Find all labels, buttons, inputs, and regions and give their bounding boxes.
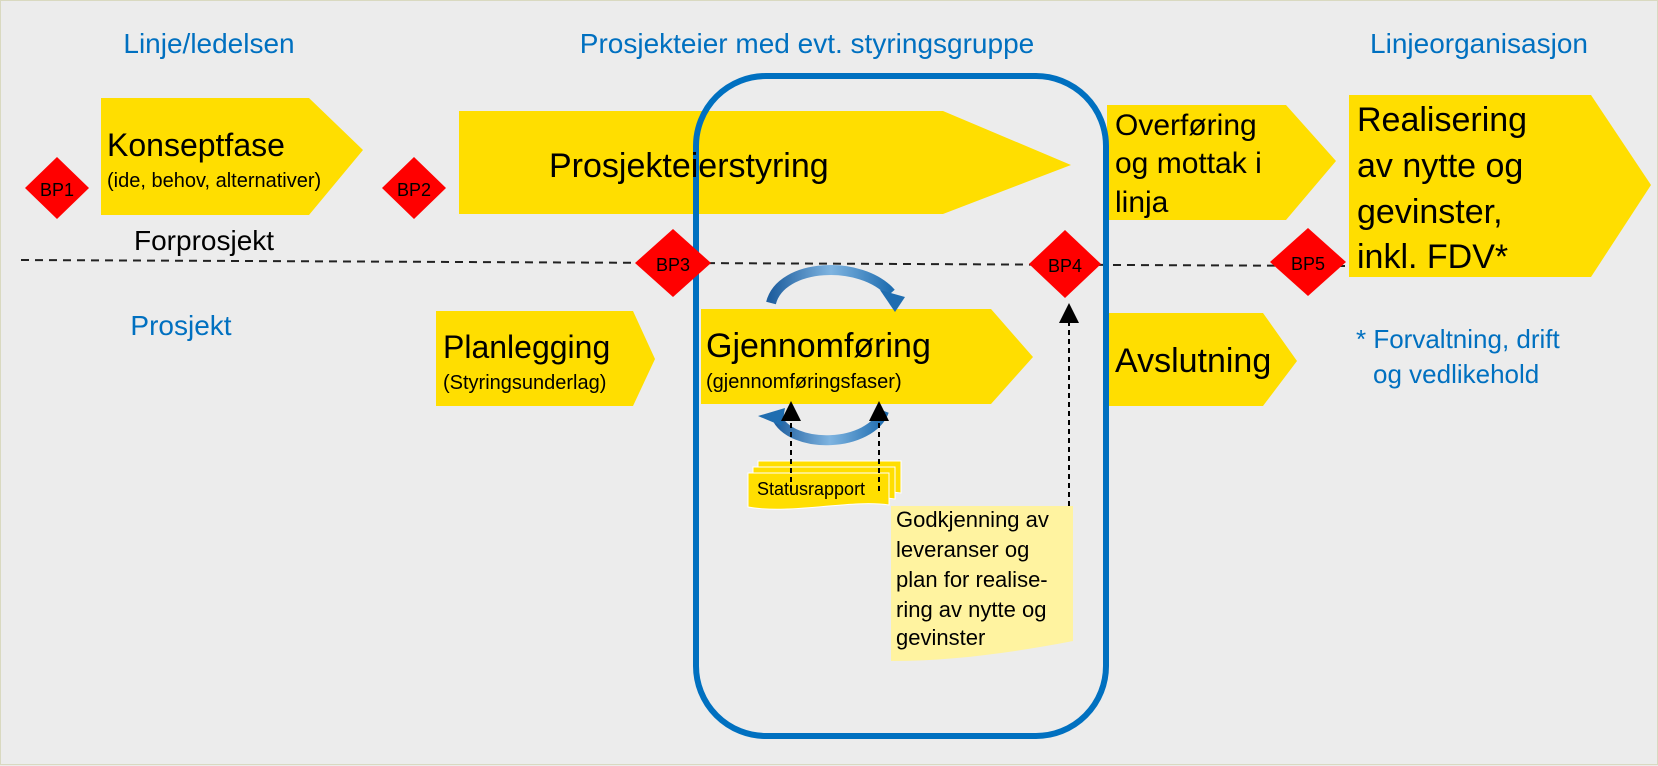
cycle-arrowhead-top	[880, 290, 905, 312]
decision-point-bp2-label: BP2	[397, 180, 431, 200]
decision-point-bp3	[635, 229, 711, 297]
phase-owner-governance-title: Prosjekteierstyring	[549, 147, 829, 185]
phase-transfer-line2: og mottak i	[1115, 147, 1262, 180]
phase-execution-title: Gjennomføring	[706, 327, 931, 365]
phase-execution-arrow	[701, 309, 1033, 404]
approval-line5: gevinster	[896, 625, 985, 650]
approval-document	[891, 506, 1073, 661]
status-report-label: Statusrapport	[757, 479, 865, 499]
phase-realisation-line3: gevinster,	[1357, 193, 1503, 231]
phase-planning-title: Planlegging	[443, 329, 610, 365]
phase-concept-subtitle: (ide, behov, alternativer)	[107, 170, 321, 192]
approval-line1: Godkjenning av	[896, 507, 1049, 532]
phase-transfer-line1: Overføring	[1115, 109, 1257, 142]
phase-concept-title: Konseptfase	[107, 127, 285, 163]
footnote-line2: og vedlikehold	[1373, 359, 1539, 389]
approval-line2: leveranser og	[896, 537, 1029, 562]
phase-realisation-line4: inkl. FDV*	[1357, 238, 1508, 276]
phase-concept-arrow	[101, 98, 363, 215]
status-report-document	[747, 472, 890, 510]
cycle-arrow-bottom	[771, 408, 889, 446]
decision-point-bp5	[1270, 228, 1346, 296]
project-owner-frame	[693, 73, 1109, 739]
approval-line4: ring av nytte og	[896, 597, 1046, 622]
decision-point-bp1	[25, 157, 89, 219]
cycle-arrowhead-bottom	[758, 408, 785, 426]
phase-execution-subtitle: (gjennomføringsfaser)	[706, 371, 902, 393]
cycle-arrow-top	[766, 265, 895, 305]
header-project-owner: Prosjekteier med evt. styringsgruppe	[580, 28, 1034, 59]
phase-planning-arrow	[436, 311, 655, 406]
header-line-management: Linje/ledelsen	[123, 28, 294, 59]
phase-planning-subtitle: (Styringsunderlag)	[443, 372, 606, 394]
phase-closing-title: Avslutning	[1115, 342, 1271, 380]
approval-line3: plan for realise-	[896, 567, 1048, 592]
decision-point-bp4-label: BP4	[1048, 256, 1082, 276]
header-line-organisation: Linjeorganisasjon	[1370, 28, 1588, 59]
phase-realisation-line1: Realisering	[1357, 101, 1527, 139]
phase-transfer-line3: linja	[1115, 186, 1169, 219]
header-project: Prosjekt	[130, 310, 231, 341]
decision-point-bp2	[382, 157, 446, 219]
decision-point-bp4	[1029, 230, 1101, 298]
phase-owner-governance-arrow	[459, 111, 1071, 214]
phase-transfer-arrow	[1107, 105, 1336, 220]
phase-closing-arrow	[1107, 313, 1297, 406]
decision-point-bp3-label: BP3	[656, 255, 690, 275]
pre-project-label: Forprosjekt	[134, 225, 274, 256]
phase-realisation-arrow	[1349, 95, 1651, 277]
phase-realisation-line2: av nytte og	[1357, 147, 1523, 185]
footnote-line1: * Forvaltning, drift	[1356, 324, 1561, 354]
decision-point-bp5-label: BP5	[1291, 254, 1325, 274]
decision-point-bp1-label: BP1	[40, 180, 74, 200]
